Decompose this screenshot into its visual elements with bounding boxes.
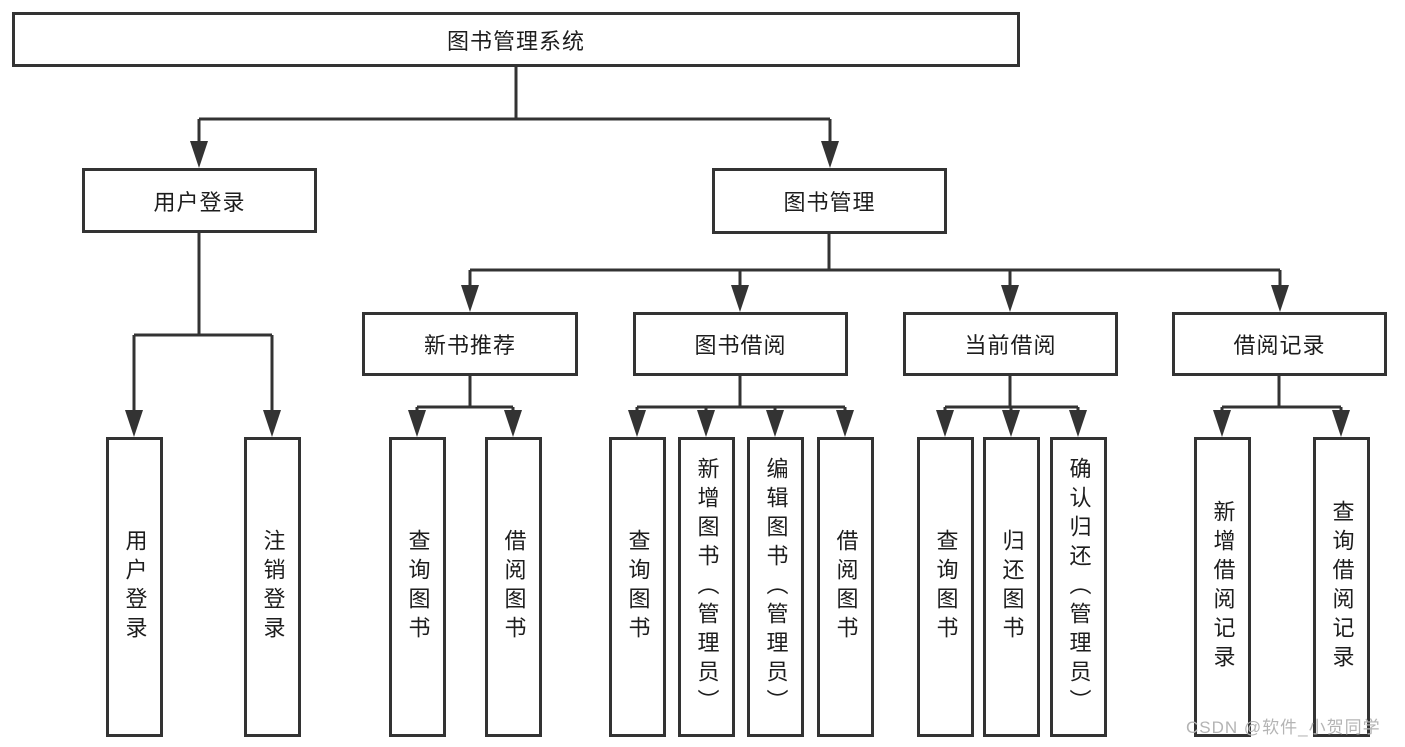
node-current-borrow: 当前借阅: [903, 312, 1118, 376]
csdn-watermark: CSDN @软件_小贺同学: [1186, 718, 1381, 737]
node-cb-confirm-return-admin: 确认归还（管理员）: [1050, 437, 1107, 737]
node-nr-borrow-book: 借阅图书: [485, 437, 542, 737]
node-cb-return-book: 归还图书: [983, 437, 1040, 737]
node-logout-action: 注销登录: [244, 437, 301, 737]
node-new-book-recommend: 新书推荐: [362, 312, 578, 376]
node-cb-query-book: 查询图书: [917, 437, 974, 737]
node-nr-query-book: 查询图书: [389, 437, 446, 737]
node-bb-edit-book-admin: 编辑图书（管理员）: [747, 437, 804, 737]
node-root-system: 图书管理系统: [12, 12, 1020, 67]
node-book-management: 图书管理: [712, 168, 947, 234]
node-br-add-record: 新增借阅记录: [1194, 437, 1251, 737]
node-bb-borrow-book: 借阅图书: [817, 437, 874, 737]
node-user-login: 用户登录: [82, 168, 317, 233]
node-bb-add-book-admin: 新增图书（管理员）: [678, 437, 735, 737]
node-bb-query-book: 查询图书: [609, 437, 666, 737]
node-br-query-record: 查询借阅记录: [1313, 437, 1370, 737]
node-book-borrow: 图书借阅: [633, 312, 848, 376]
node-borrow-records: 借阅记录: [1172, 312, 1387, 376]
arrowheads: [125, 141, 1350, 437]
node-user-login-action: 用户登录: [106, 437, 163, 737]
